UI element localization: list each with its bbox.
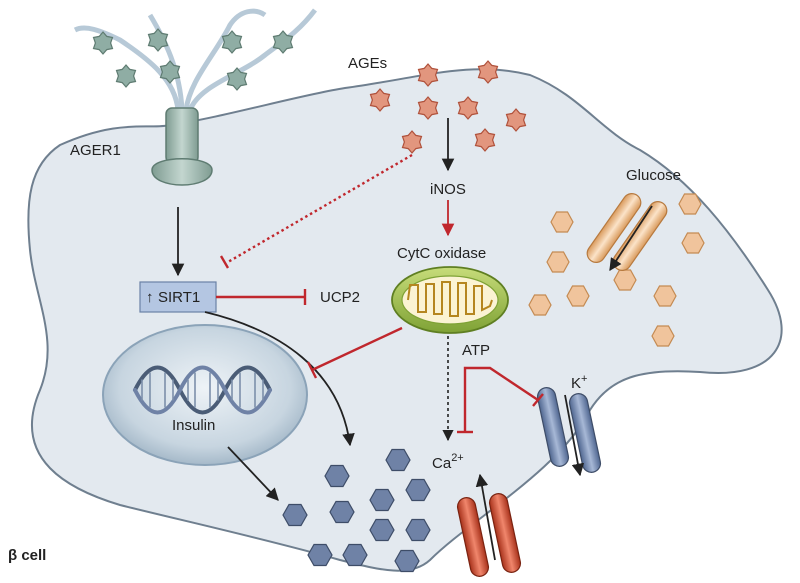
beta-cell-label: β cell xyxy=(8,547,46,564)
ca-ion-label: Ca2+ xyxy=(432,452,464,472)
k-ion-label: K+ xyxy=(571,373,587,392)
insulin-granule-icon xyxy=(405,518,431,542)
receptor-star-icon xyxy=(159,60,181,84)
inos-label: iNOS xyxy=(430,181,466,198)
glucose-hexagons xyxy=(528,193,705,347)
glucose-hexagon-icon xyxy=(546,251,570,273)
insulin-granule-icon xyxy=(307,543,333,567)
ca-channel xyxy=(456,473,522,577)
insulin-granule-icon xyxy=(405,478,431,502)
age-star-icon xyxy=(401,130,423,154)
insulin-granule-icon xyxy=(369,488,395,512)
glucose-hexagon-icon xyxy=(550,211,574,233)
age-star-icon xyxy=(417,96,439,120)
insulin-granule-icon xyxy=(394,549,420,573)
age-star-icon xyxy=(505,108,527,132)
glucose-hexagon-icon xyxy=(528,294,552,316)
insulin-granule-icon xyxy=(385,448,411,472)
age-star-icon xyxy=(369,88,391,112)
k-ion-base: K xyxy=(571,375,581,392)
age-star-icon xyxy=(474,128,496,152)
receptor-star-icon xyxy=(226,67,248,91)
insulin-granule-icon xyxy=(282,503,308,527)
age-star-icon xyxy=(417,63,439,87)
receptor-star-icon xyxy=(92,31,114,55)
cytc-oxidase-label: CytC oxidase xyxy=(397,245,486,262)
ager1-label: AGER1 xyxy=(70,142,121,159)
insulin-granule-icon xyxy=(369,518,395,542)
age-star-icon xyxy=(457,96,479,120)
inhibit-mito-nucleus xyxy=(311,326,403,372)
glucose-hexagon-icon xyxy=(613,269,637,291)
ages-label: AGEs xyxy=(348,55,387,72)
inhibit-atp-channels xyxy=(463,366,539,432)
sirt1-box xyxy=(139,281,217,313)
k-channel xyxy=(536,387,602,477)
glucose-transporter xyxy=(586,193,668,272)
arrow-insulin-to-granules xyxy=(227,446,279,501)
glucose-hexagon-icon xyxy=(681,232,705,254)
age-star-icons xyxy=(369,60,527,154)
glucose-hexagon-icon xyxy=(566,285,590,307)
sirt1-arrow-label: ↑ xyxy=(146,289,154,306)
mitochondrion-icon xyxy=(391,266,509,334)
insulin-granule-icon xyxy=(324,464,350,488)
insulin-granules xyxy=(282,448,431,573)
ager1-receptor xyxy=(73,8,317,186)
ca-ion-charge: 2+ xyxy=(451,452,464,464)
dotted-inhibit-ages-sirt1 xyxy=(227,153,413,264)
glucose-label: Glucose xyxy=(626,167,681,184)
glucose-hexagon-icon xyxy=(678,193,702,215)
nucleus xyxy=(102,324,308,466)
insulin-label: Insulin xyxy=(172,417,215,434)
glucose-hexagon-icon xyxy=(653,285,677,307)
arrow-sirt1-to-granules xyxy=(204,311,355,447)
receptor-star-icon xyxy=(272,30,294,54)
pathway-arrows xyxy=(171,118,544,501)
insulin-granule-icon xyxy=(342,543,368,567)
receptor-star-icon xyxy=(221,30,243,54)
receptor-star-icon xyxy=(147,28,169,52)
receptor-star-icons xyxy=(92,28,294,91)
glucose-hexagon-icon xyxy=(651,325,675,347)
ucp2-label: UCP2 xyxy=(320,289,360,306)
ca-ion-base: Ca xyxy=(432,455,452,472)
age-star-icon xyxy=(477,60,499,84)
insulin-granule-icon xyxy=(329,500,355,524)
k-ion-charge: + xyxy=(581,373,587,385)
receptor-star-icon xyxy=(115,64,137,88)
dna-helix-icon xyxy=(133,365,272,415)
sirt1-label: SIRT1 xyxy=(158,289,200,306)
atp-label: ATP xyxy=(462,342,490,359)
